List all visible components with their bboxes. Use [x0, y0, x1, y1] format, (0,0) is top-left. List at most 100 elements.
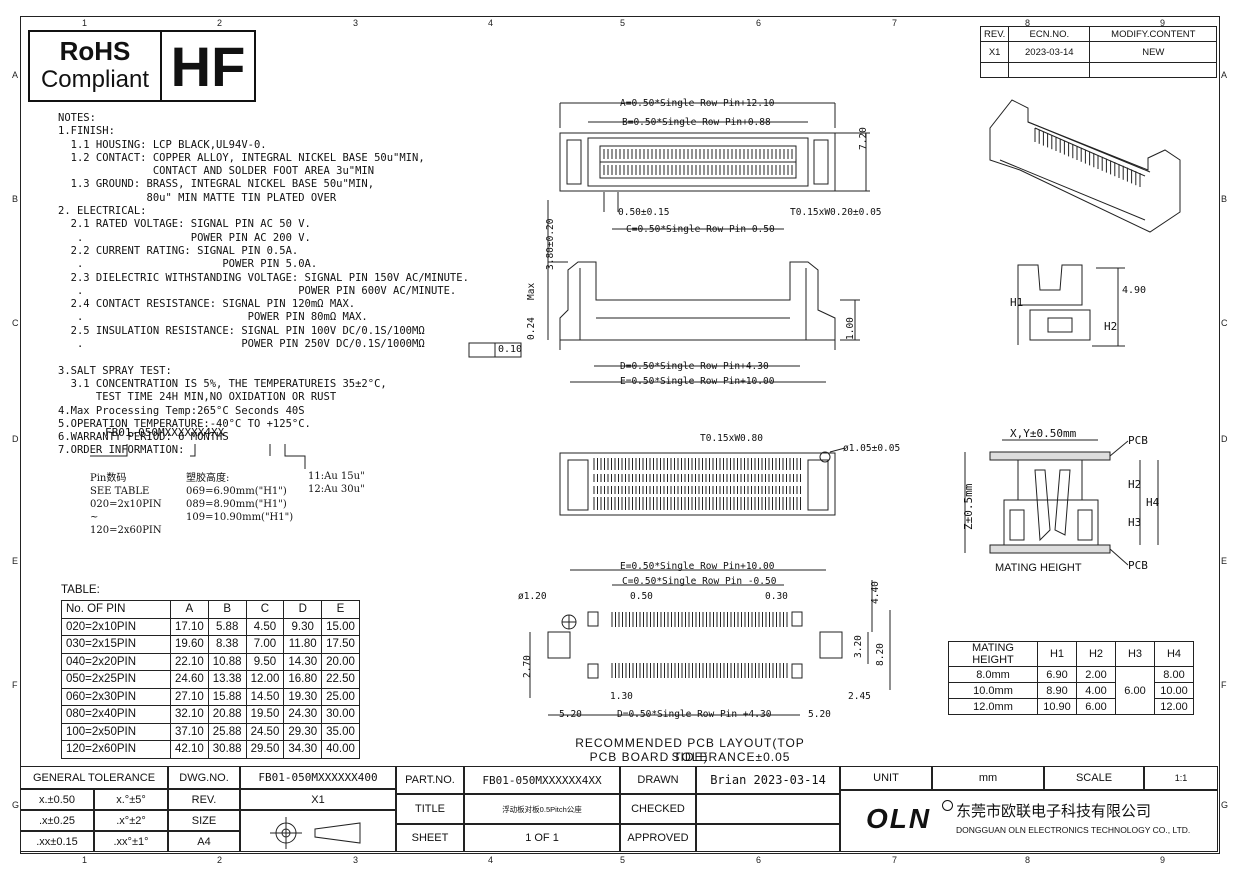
company-cell [840, 790, 1218, 852]
zone-label: 1 [82, 18, 88, 28]
table-cell: 34.30 [283, 740, 323, 759]
general-tolerance-label: GENERAL TOLERANCE [20, 766, 168, 789]
zone-label: 5 [620, 18, 626, 28]
note-line: 80u" MIN MATTE TIN PLATED OVER [58, 191, 337, 204]
zone-label: 7 [892, 855, 898, 865]
dim-d2: D=0.50*Single Row Pin +4.30 [617, 709, 772, 720]
zone-label: C [1221, 318, 1228, 328]
zone-label: 8 [1025, 855, 1031, 865]
order-item: SEE TABLE [90, 486, 150, 497]
dim-tol1: T0.15xW0.20±0.05 [790, 207, 882, 218]
note-line: 2.1 RATED VOLTAGE: SIGNAL PIN AC 50 V. [58, 218, 311, 231]
dim-e2: E=0.50*Single Row Pin+10.00 [620, 561, 775, 572]
dim-270: 2.70 [522, 655, 533, 678]
zone-label: E [1221, 556, 1228, 566]
zone-label: 8 [1025, 18, 1031, 28]
note-line: . POWER PIN AC 200 V. [58, 231, 311, 244]
table-cell: 42.10 [170, 740, 209, 759]
note-line: CONTACT AND SOLDER FOOT AREA 3u"MIN [58, 165, 375, 178]
note-line: . POWER PIN 600V AC/MINUTE. [58, 284, 457, 297]
dim-720: 7.20 [858, 127, 869, 150]
note-line: . POWER PIN 80mΩ MAX. [58, 311, 368, 324]
company-logo: OLN [866, 803, 932, 834]
dim-xy: X,Y±0.50mm [1010, 427, 1077, 440]
zone-label: A [1221, 70, 1228, 80]
note-line: 1.2 CONTACT: COPPER ALLOY, INTEGRAL NICK… [58, 151, 425, 164]
pcb-bottom [989, 544, 1111, 554]
dim-h1-label: H1 [1010, 296, 1024, 309]
dim-520b: 5.20 [808, 709, 831, 720]
zone-label: D [1221, 434, 1228, 444]
revision-table: REV. ECN.NO. MODIFY.CONTENT X1 2023-03-1… [979, 26, 1218, 78]
drawing-number: FB01-050MXXXXXX400 [240, 766, 396, 789]
note-line: 2. ELECTRICAL: [58, 205, 147, 218]
dim-max: Max [526, 282, 537, 300]
zone-label: B [1221, 194, 1228, 204]
table-cell: 4.50 [245, 617, 285, 636]
zone-label: B [12, 194, 19, 204]
table-cell: 19.50 [245, 705, 285, 724]
note-line: 1.1 HOUSING: LCP BLACK,UL94V-0. [58, 138, 267, 151]
dim-d: D=0.50*Single Row Pin+4.30 [620, 361, 769, 372]
dim-h4-label: H4 [1146, 496, 1160, 509]
dim-c: C=0.50*Single Row Pin-0.50 [626, 224, 775, 235]
dim-820: 8.20 [875, 643, 886, 666]
table-cell: 5.88 [207, 617, 247, 636]
table-cell: 30.88 [207, 740, 247, 759]
iso-view [989, 99, 1181, 233]
dim-024: 0.24 [526, 317, 537, 340]
rohs-title: RoHS [59, 36, 131, 66]
table-label: TABLE: [61, 584, 100, 596]
pcb-caption-2: PCB BOARD TOLERANCE±0.05 [589, 750, 791, 764]
order-item: 020=2x10PIN [90, 499, 162, 510]
label-pcb-top: PCB [1128, 434, 1148, 447]
zone-label: 6 [756, 18, 762, 28]
note-line: 7.ORDER INFORMATION: [58, 444, 185, 457]
order-item: 塑胶高度: [186, 473, 230, 484]
dim-p050: 0.50 [630, 591, 653, 602]
dim-245: 2.45 [848, 691, 871, 702]
table-cell: 14.50 [245, 687, 285, 706]
mating-height-label: MATING HEIGHT [995, 562, 1082, 574]
note-line: 5.OPERATION TEMPERATURE:-40°C TO +125°C. [58, 417, 311, 430]
zone-label: F [1221, 680, 1227, 690]
dim-a: A=0.50*Single Row Pin+12.10 [620, 98, 775, 109]
dim-z: Z±0.5mm [962, 483, 975, 530]
top-view-outline [559, 132, 836, 192]
zone-label: G [1221, 800, 1229, 810]
zone-label: G [12, 800, 20, 810]
note-line: 1.FINISH: [58, 125, 115, 138]
table-cell: 030=2x15PIN [61, 635, 171, 654]
order-item: 109=10.90mm("H1") [186, 512, 294, 523]
pcb-top [989, 451, 1111, 461]
table-cell: 25.00 [321, 687, 360, 706]
zone-label: 2 [217, 18, 223, 28]
note-line: 1.3 GROUND: BRASS, INTEGRAL NICKEL BASE … [58, 178, 375, 191]
table-cell: 20.00 [321, 652, 360, 671]
zone-label: 3 [353, 855, 359, 865]
zone-label: 3 [353, 18, 359, 28]
zone-label: 5 [620, 855, 626, 865]
order-item: Pin数码 [90, 473, 127, 484]
table-cell: 12.00 [245, 670, 285, 689]
table-cell: 20.88 [207, 705, 247, 724]
order-item: 120=2x60PIN [90, 525, 162, 536]
order-leader-lines [90, 444, 306, 469]
pcb-caption-1: RECOMMENDED PCB LAYOUT(TOP SIDE) [575, 736, 805, 764]
table-cell: 29.50 [245, 740, 285, 759]
table-cell: 22.50 [321, 670, 360, 689]
part-number: FB01-050MXXXXXX4XX [464, 766, 620, 794]
table-cell: 19.60 [170, 635, 209, 654]
note-line: 3.1 CONCENTRATION IS 5%, THE TEMPERATURE… [58, 377, 387, 390]
mating-height-table: MATING HEIGHT H1 H2 H3 H4 8.0mm 6.90 2.0… [948, 641, 1194, 715]
dim-flatness: 0.10 [498, 344, 523, 355]
note-line: 4.Max Processing Temp:265°C Seconds 40S [58, 404, 305, 417]
dim-h2-side: H2 [1104, 320, 1118, 333]
zone-label: 9 [1160, 18, 1166, 28]
zone-label: 7 [892, 18, 898, 28]
note-line: 2.4 CONTACT RESISTANCE: SIGNAL PIN 120mΩ… [58, 298, 356, 311]
zone-label: 9 [1160, 855, 1166, 865]
